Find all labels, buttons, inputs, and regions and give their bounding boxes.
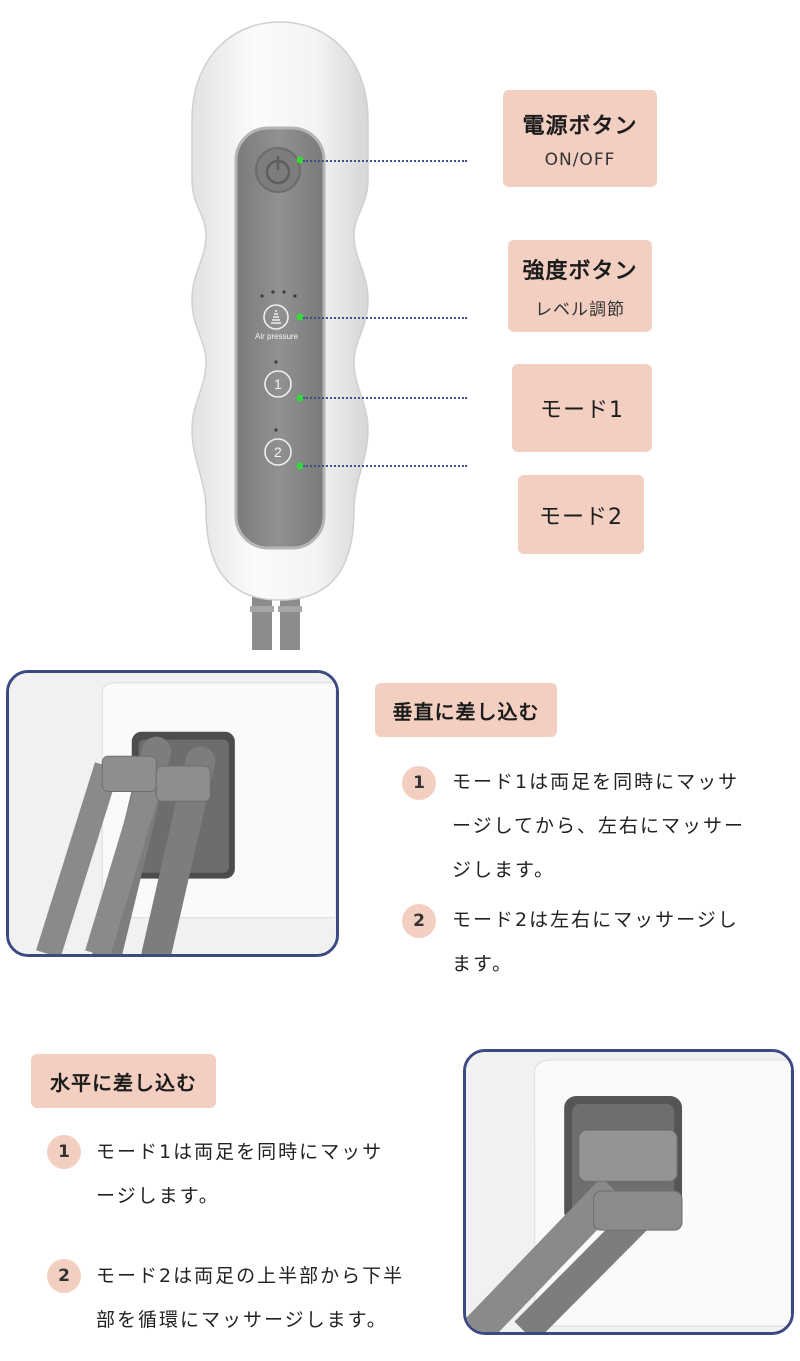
mode2-symbol: 2: [274, 444, 282, 460]
callout-title: 電源ボタン: [522, 113, 638, 139]
remote-controller: [191, 21, 369, 650]
air-pressure-icon: [271, 310, 281, 324]
section-title-vertical: 垂直に差し込む: [375, 683, 557, 737]
tube-connector: [280, 595, 300, 650]
control-panel: [234, 126, 326, 550]
step-text: モード2は両足の上半部から下半 部を循環にマッサージします。: [96, 1265, 405, 1331]
indicator-intensity: [296, 313, 304, 321]
step-text: モード1は両足を同時にマッサ ージします。: [96, 1141, 384, 1207]
photo-vertical-insertion: [6, 670, 339, 957]
callout-title: モード1: [540, 398, 624, 423]
section-title-horizontal: 水平に差し込む: [31, 1054, 216, 1108]
tube-connector: [252, 595, 272, 650]
callout-title: 強度ボタン: [522, 258, 638, 284]
mode2-button: [264, 438, 292, 466]
photo-horizontal-insertion: [463, 1049, 794, 1335]
callout-title: モード2: [539, 504, 623, 530]
indicator-power: [296, 156, 304, 164]
step-text: モード1は両足を同時にマッサ ージしてから、左右にマッサー ジします。: [452, 771, 746, 881]
leader-line-mode2: [303, 465, 467, 467]
indicator-mode2: [296, 462, 304, 470]
mode1-button: [264, 370, 292, 398]
mode1-symbol: 1: [274, 376, 282, 392]
leader-line-mode1: [303, 397, 467, 399]
step-number: 2: [402, 904, 436, 938]
step-number: 1: [47, 1135, 81, 1169]
callout-power: 電源ボタン ON/OFF: [503, 90, 657, 187]
leader-line-power: [303, 160, 467, 162]
indicator-mode1: [296, 394, 304, 402]
callout-sub: レベル調節: [535, 299, 625, 320]
intensity-button: [263, 304, 289, 330]
callout-intensity: 強度ボタン レベル調節: [508, 240, 652, 332]
callout-mode2: モード2: [518, 475, 644, 554]
callout-mode1: モード1: [512, 364, 652, 452]
step-number: 1: [402, 766, 436, 800]
leader-line-intensity: [303, 317, 467, 319]
air-pressure-label: Air pressure: [255, 332, 299, 341]
step-number: 2: [47, 1259, 81, 1293]
callout-sub: ON/OFF: [544, 149, 616, 170]
step-text: モード2は左右にマッサージし ます。: [452, 909, 739, 975]
